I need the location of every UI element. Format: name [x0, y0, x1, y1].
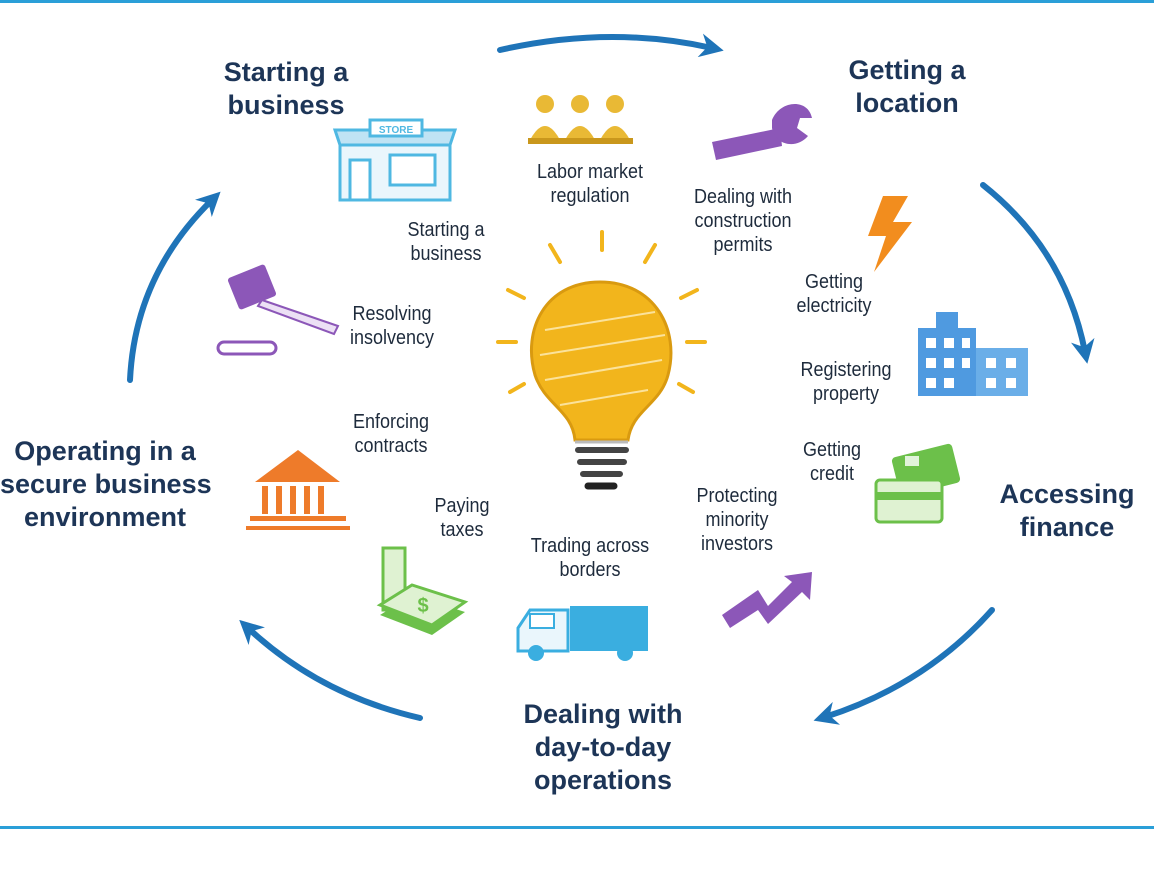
indicator-resolving-insolvency: Resolving insolvency: [336, 302, 448, 350]
store-icon: [332, 118, 458, 202]
indicator-registering-property: Registering property: [785, 358, 907, 406]
truck-icon: [516, 606, 648, 661]
indicator-starting-business: Starting a business: [390, 218, 502, 266]
building-icon: [918, 312, 1028, 396]
indicator-label-line: regulation: [550, 185, 630, 207]
arrow-left: [127, 191, 221, 383]
cycle-arrows: [127, 33, 1095, 725]
indicator-label-line: business: [410, 243, 482, 265]
arrow-bottom-left: [239, 619, 423, 721]
indicator-label-line: Labor market: [536, 161, 644, 183]
lightbulb-icon: [496, 230, 707, 490]
indicator-label-line: Dealing with: [693, 186, 793, 208]
stage-accessing-finance: Accessing finance: [996, 478, 1138, 544]
indicator-label-line: Resolving: [352, 303, 432, 325]
lightning-icon: [868, 196, 912, 272]
indicator-label-line: minority: [705, 509, 769, 531]
indicator-labor-market-regulation: Labor market regulation: [518, 160, 662, 208]
indicator-construction-permits: Dealing with construction permits: [676, 185, 811, 257]
indicator-label-line: Paying: [434, 495, 490, 517]
indicator-trading-across-borders: Trading across borders: [513, 534, 668, 582]
top-border: [0, 0, 1154, 3]
indicator-label-line: borders: [559, 559, 621, 581]
indicator-label-line: Enforcing: [352, 411, 430, 433]
stage-label-line: Accessing: [999, 479, 1135, 509]
store-sign-text: STORE: [379, 125, 414, 136]
people-icon: [528, 95, 633, 144]
indicator-protecting-minority-investors: Protecting minority investors: [679, 484, 796, 556]
indicator-label-line: insolvency: [349, 327, 435, 349]
arrow-top: [497, 33, 724, 58]
stage-label-line: finance: [1019, 512, 1115, 542]
money-icon: $: [376, 546, 469, 635]
gavel-icon: [216, 264, 340, 356]
indicator-label-line: property: [812, 383, 880, 405]
indicator-label-line: construction: [694, 210, 792, 232]
indicator-getting-electricity: Getting electricity: [780, 270, 888, 318]
stage-label-line: day-to-day: [534, 732, 672, 762]
indicator-getting-credit: Getting credit: [787, 438, 877, 486]
stage-secure-environment: Operating in a secure business environme…: [0, 435, 212, 534]
stage-label-line: business: [227, 90, 345, 120]
stage-starting-business: Starting a business: [218, 56, 354, 122]
indicator-enforcing-contracts: Enforcing contracts: [336, 410, 446, 458]
indicator-label-line: Registering: [800, 359, 892, 381]
stage-label-line: Dealing with: [523, 699, 683, 729]
indicator-label-line: taxes: [440, 519, 484, 541]
indicator-label-line: Starting a: [407, 219, 485, 241]
credit-card-icon: [874, 443, 961, 524]
stage-label-line: Starting a: [223, 57, 349, 87]
stage-label-line: Getting a: [848, 55, 966, 85]
indicator-paying-taxes: Paying taxes: [419, 494, 505, 542]
stage-label-line: secure business: [0, 469, 212, 499]
svg-text:$: $: [417, 595, 428, 617]
indicator-label-line: investors: [700, 533, 774, 555]
bottom-border: [0, 826, 1154, 829]
indicator-label-line: Protecting: [696, 485, 778, 507]
arrow-right: [980, 182, 1095, 364]
stage-day-to-day-operations: Dealing with day-to-day operations: [505, 698, 701, 797]
stage-label-line: Operating in a: [14, 436, 196, 466]
indicator-label-line: Trading across: [530, 535, 650, 557]
indicator-label-line: contracts: [354, 435, 428, 457]
indicator-label-line: electricity: [796, 295, 872, 317]
bank-icon: [246, 450, 350, 530]
stage-label-line: operations: [533, 765, 673, 795]
stage-label-line: location: [855, 88, 959, 118]
indicator-label-line: permits: [713, 234, 773, 256]
rising-chart-icon: [722, 572, 812, 628]
indicator-label-line: Getting: [802, 439, 862, 461]
wrench-icon: [712, 103, 812, 160]
stage-getting-location: Getting a location: [832, 54, 982, 120]
arrow-bottom-right: [813, 607, 995, 725]
indicator-label-line: credit: [809, 463, 855, 485]
stage-label-line: environment: [23, 502, 187, 532]
indicator-label-line: Getting: [804, 271, 864, 293]
